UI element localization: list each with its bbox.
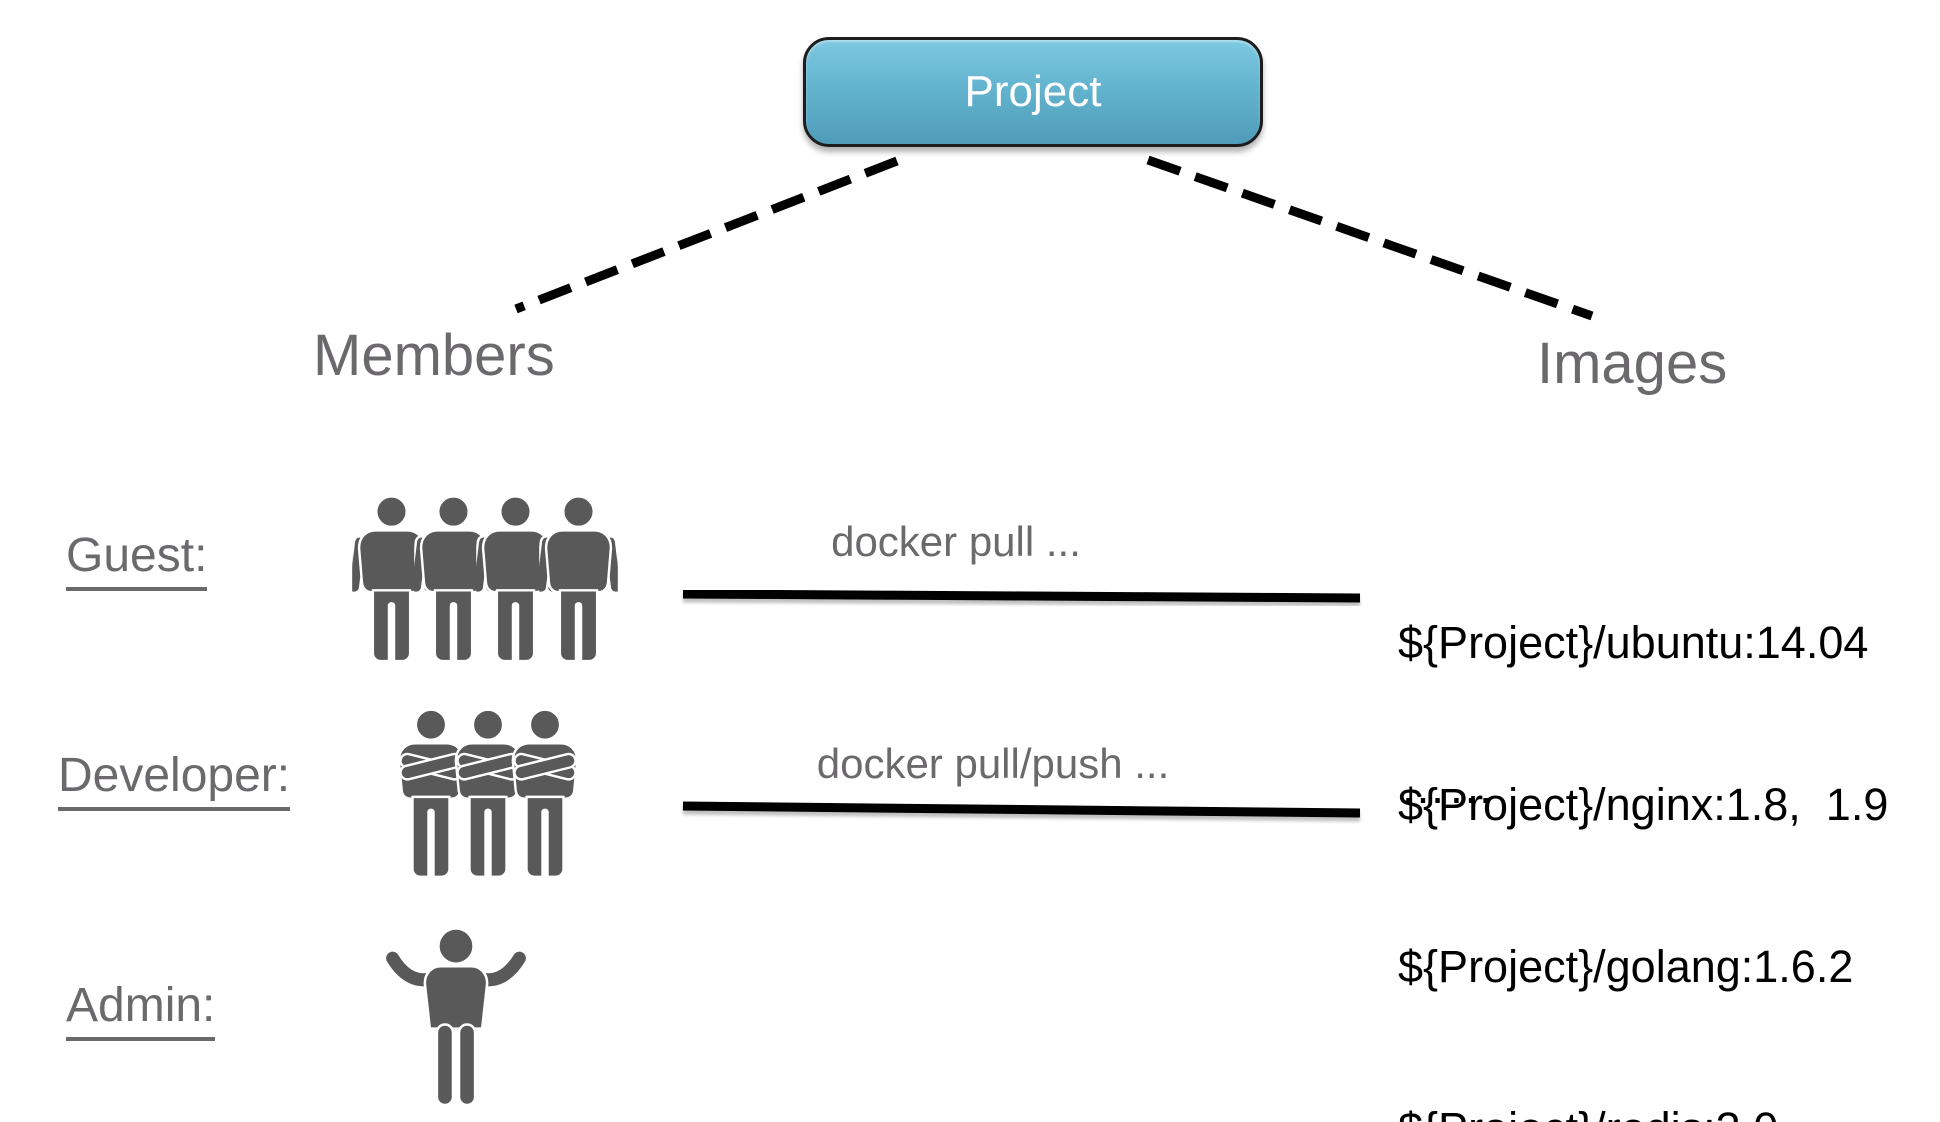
crossed-arms-person-icon [506, 703, 584, 881]
project-to-members-dashed-line [514, 156, 899, 314]
guest-pull-line [682, 589, 1361, 603]
images-heading: Images [1537, 331, 1728, 396]
project-label: Project [964, 67, 1102, 116]
guest-action-label: docker pull ... [831, 518, 1081, 565]
role-label-guest: Guest: [66, 528, 208, 591]
project-to-images-dashed-line [1146, 155, 1594, 321]
role-label-admin: Admin: [66, 978, 216, 1041]
developer-action-label: docker pull/push ... [816, 740, 1170, 787]
members-heading: Members [313, 323, 555, 388]
image-list: ${Project}/ubuntu:14.04 ${Project}/nginx… [1398, 508, 1888, 1122]
developer-members-icons [392, 703, 584, 881]
standing-person-icon [539, 492, 618, 665]
developer-pullpush-line [682, 801, 1361, 818]
image-list-item: ${Project}/golang:1.6.2 [1398, 941, 1854, 992]
image-list-ellipsis: …… [1400, 761, 1496, 813]
image-list-item: ${Project}/redis:3.0 [1398, 1102, 1888, 1122]
role-label-developer: Developer: [58, 748, 291, 811]
project-node: Project [803, 37, 1263, 147]
image-list-item: ${Project}/ubuntu:14.04 [1398, 617, 1869, 668]
image-list-item: ${Project}/nginx:1.8, 1.9 [1398, 779, 1889, 830]
guest-members-icons [352, 492, 618, 665]
open-arms-person-icon [380, 924, 532, 1107]
